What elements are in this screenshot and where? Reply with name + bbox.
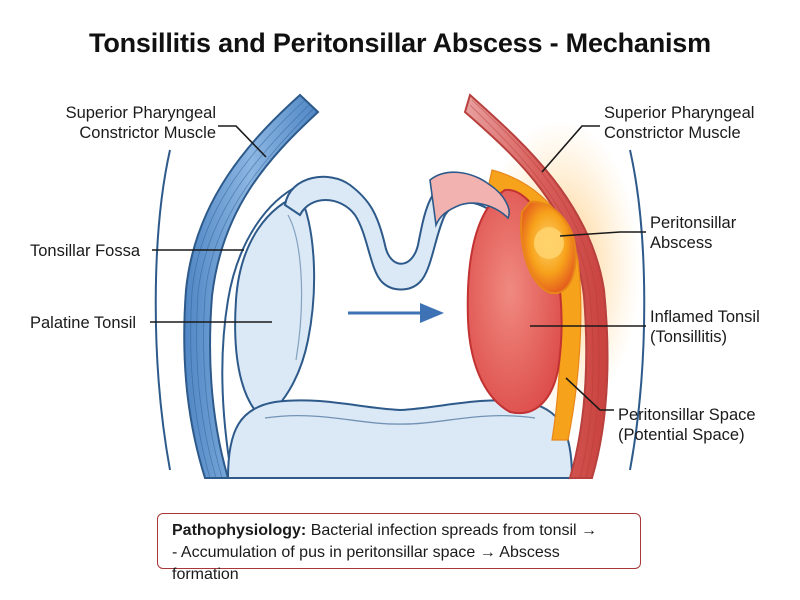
note-text-2: - Accumulation of pus in peritonsillar s… <box>172 544 560 583</box>
label-left-constrictor-2: Constrictor Muscle <box>79 124 216 142</box>
left-fossa-wall <box>221 184 301 479</box>
label-inflamed-2: (Tonsillitis) <box>650 328 727 346</box>
label-abscess-1: Peritonsillar <box>650 214 737 232</box>
progression-arrow <box>348 303 444 323</box>
pathophysiology-note: Pathophysiology: Bacterial infection spr… <box>157 513 641 583</box>
label-left-constrictor-1: Superior Pharyngeal <box>66 104 216 122</box>
label-space-2: (Potential Space) <box>618 426 745 444</box>
label-right-constrictor-1: Superior Pharyngeal <box>604 104 754 122</box>
right-leader-lines <box>530 125 646 411</box>
note-line-1: Pathophysiology: Bacterial infection spr… <box>172 520 626 542</box>
label-tonsillar-fossa: Tonsillar Fossa <box>30 242 141 260</box>
left-palatine-tonsil <box>234 193 316 420</box>
left-leader-lines <box>150 125 272 323</box>
label-space-1: Peritonsillar Space <box>618 406 756 424</box>
label-right-constrictor-2: Constrictor Muscle <box>604 124 741 142</box>
left-constrictor-muscle <box>183 93 320 479</box>
right-outer-wall <box>629 149 646 471</box>
left-outer-wall <box>154 149 171 471</box>
label-palatine-tonsil: Palatine Tonsil <box>30 314 136 332</box>
label-inflamed-1: Inflamed Tonsil <box>650 308 760 326</box>
inflamed-palate <box>429 171 510 229</box>
page-title: Tonsillitis and Peritonsillar Abscess - … <box>89 28 711 58</box>
note-text-1: Bacterial infection spreads from tonsil … <box>310 522 598 539</box>
inflamed-side <box>429 93 646 479</box>
left-labels: Superior Pharyngeal Constrictor Muscle T… <box>30 104 216 332</box>
right-labels: Superior Pharyngeal Constrictor Muscle P… <box>604 104 760 444</box>
label-abscess-2: Abscess <box>650 234 712 252</box>
note-heading: Pathophysiology: <box>172 522 307 539</box>
